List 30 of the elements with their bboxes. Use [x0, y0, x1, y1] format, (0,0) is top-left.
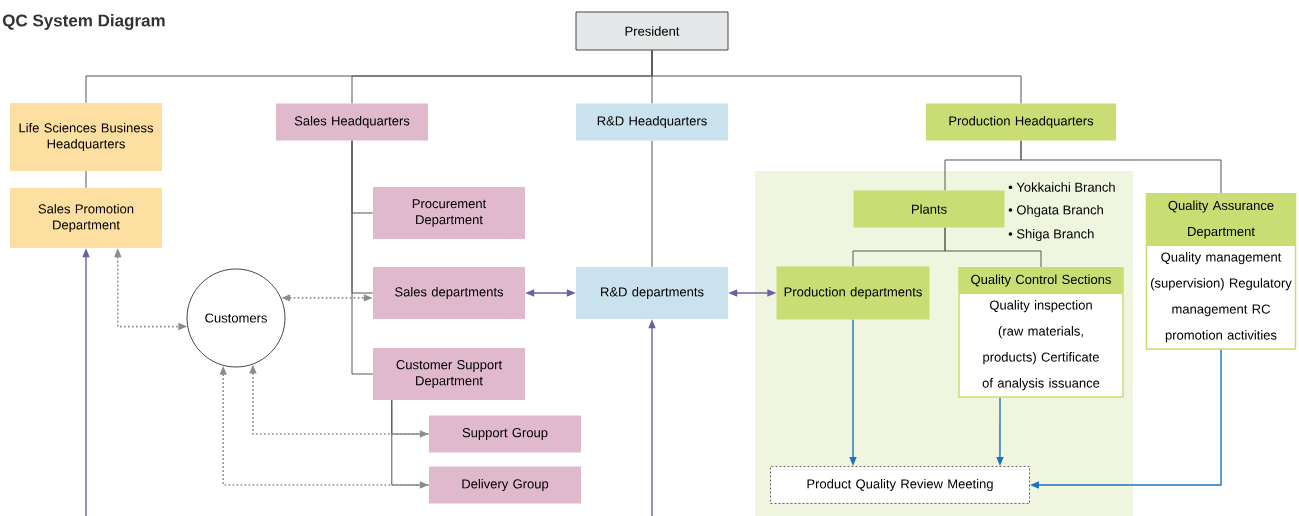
connector-line [85, 170, 87, 189]
org-box: R&D Headquarters [576, 103, 728, 141]
branch-label: • Shiga Branch [1008, 228, 1094, 242]
node-label: Quality management (supervision) Regulatory management RC promotion activities [1150, 252, 1292, 343]
connector-line [651, 140, 653, 268]
branch-label: • Yokkaichi Branch [1008, 182, 1115, 192]
branch-label: • Ohgata Branch [1008, 204, 1103, 218]
org-box: Sales departments [373, 267, 525, 319]
org-box: President [575, 11, 729, 51]
org-box: Production departments [776, 266, 930, 320]
section-box: Quality Control Sections Quality inspection (raw materials, products) Certificate of analysis issuance [958, 267, 1124, 398]
org-box: Procurement Department [373, 187, 525, 239]
org-box: R&D departments [576, 267, 728, 319]
org-box: Sales Promotion Department [10, 188, 162, 248]
title: QC System Diagram [2, 14, 165, 30]
org-box: Life Sciences Business Headquarters [10, 103, 162, 171]
connector-line [391, 399, 430, 486]
node-label: Quality Control Sections [971, 274, 1111, 287]
connector-line [351, 140, 374, 375]
org-box: Customer Support Department [373, 348, 525, 400]
org-box: Production Headquarters [926, 103, 1116, 141]
org-box: Delivery Group [429, 466, 581, 504]
org-box: Sales Headquarters [276, 103, 428, 141]
connector-line [944, 227, 1042, 268]
section-box: Quality Assurance Department Quality management (supervision) Regulatory management RC promotion activities [1145, 193, 1297, 350]
org-box: Support Group [429, 415, 581, 453]
org-box: Plants [853, 190, 1005, 228]
meeting-box: Product Quality Review Meeting [770, 466, 1030, 504]
connector-line [1020, 140, 1222, 194]
connector-line [651, 49, 1022, 104]
